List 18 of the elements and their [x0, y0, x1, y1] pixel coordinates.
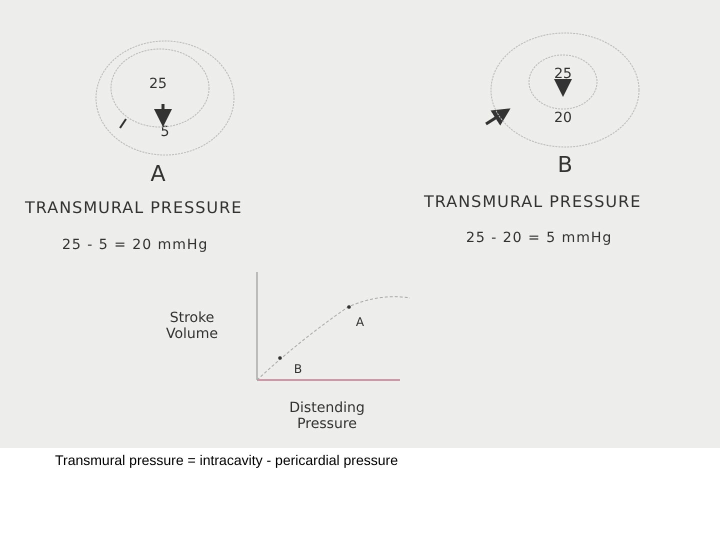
axis-title: Distending Pressure [288, 400, 366, 432]
pressure-value: 20 [554, 110, 572, 126]
heading: TRANSMURAL PRESSURE [424, 193, 642, 212]
heading: TRANSMURAL PRESSURE [25, 199, 242, 218]
equation: 25 - 20 = 5 mmHg [466, 230, 612, 246]
point-label: B [294, 363, 302, 377]
panel-letter: B [557, 153, 573, 178]
pressure-value: 5 [160, 124, 170, 140]
outer-circle [95, 40, 235, 156]
pressure-value: 25 [554, 66, 572, 82]
pressure-value: 25 [149, 76, 167, 92]
panel-letter: A [150, 162, 166, 188]
point-label: A [356, 316, 364, 330]
axis-title: Stroke Volume [164, 310, 220, 342]
inner-circle [528, 54, 598, 110]
caption: Transmural pressure = intracavity - pericardial pressure [55, 452, 398, 468]
outer-circle [490, 32, 640, 148]
equation: 25 - 5 = 20 mmHg [62, 237, 208, 254]
